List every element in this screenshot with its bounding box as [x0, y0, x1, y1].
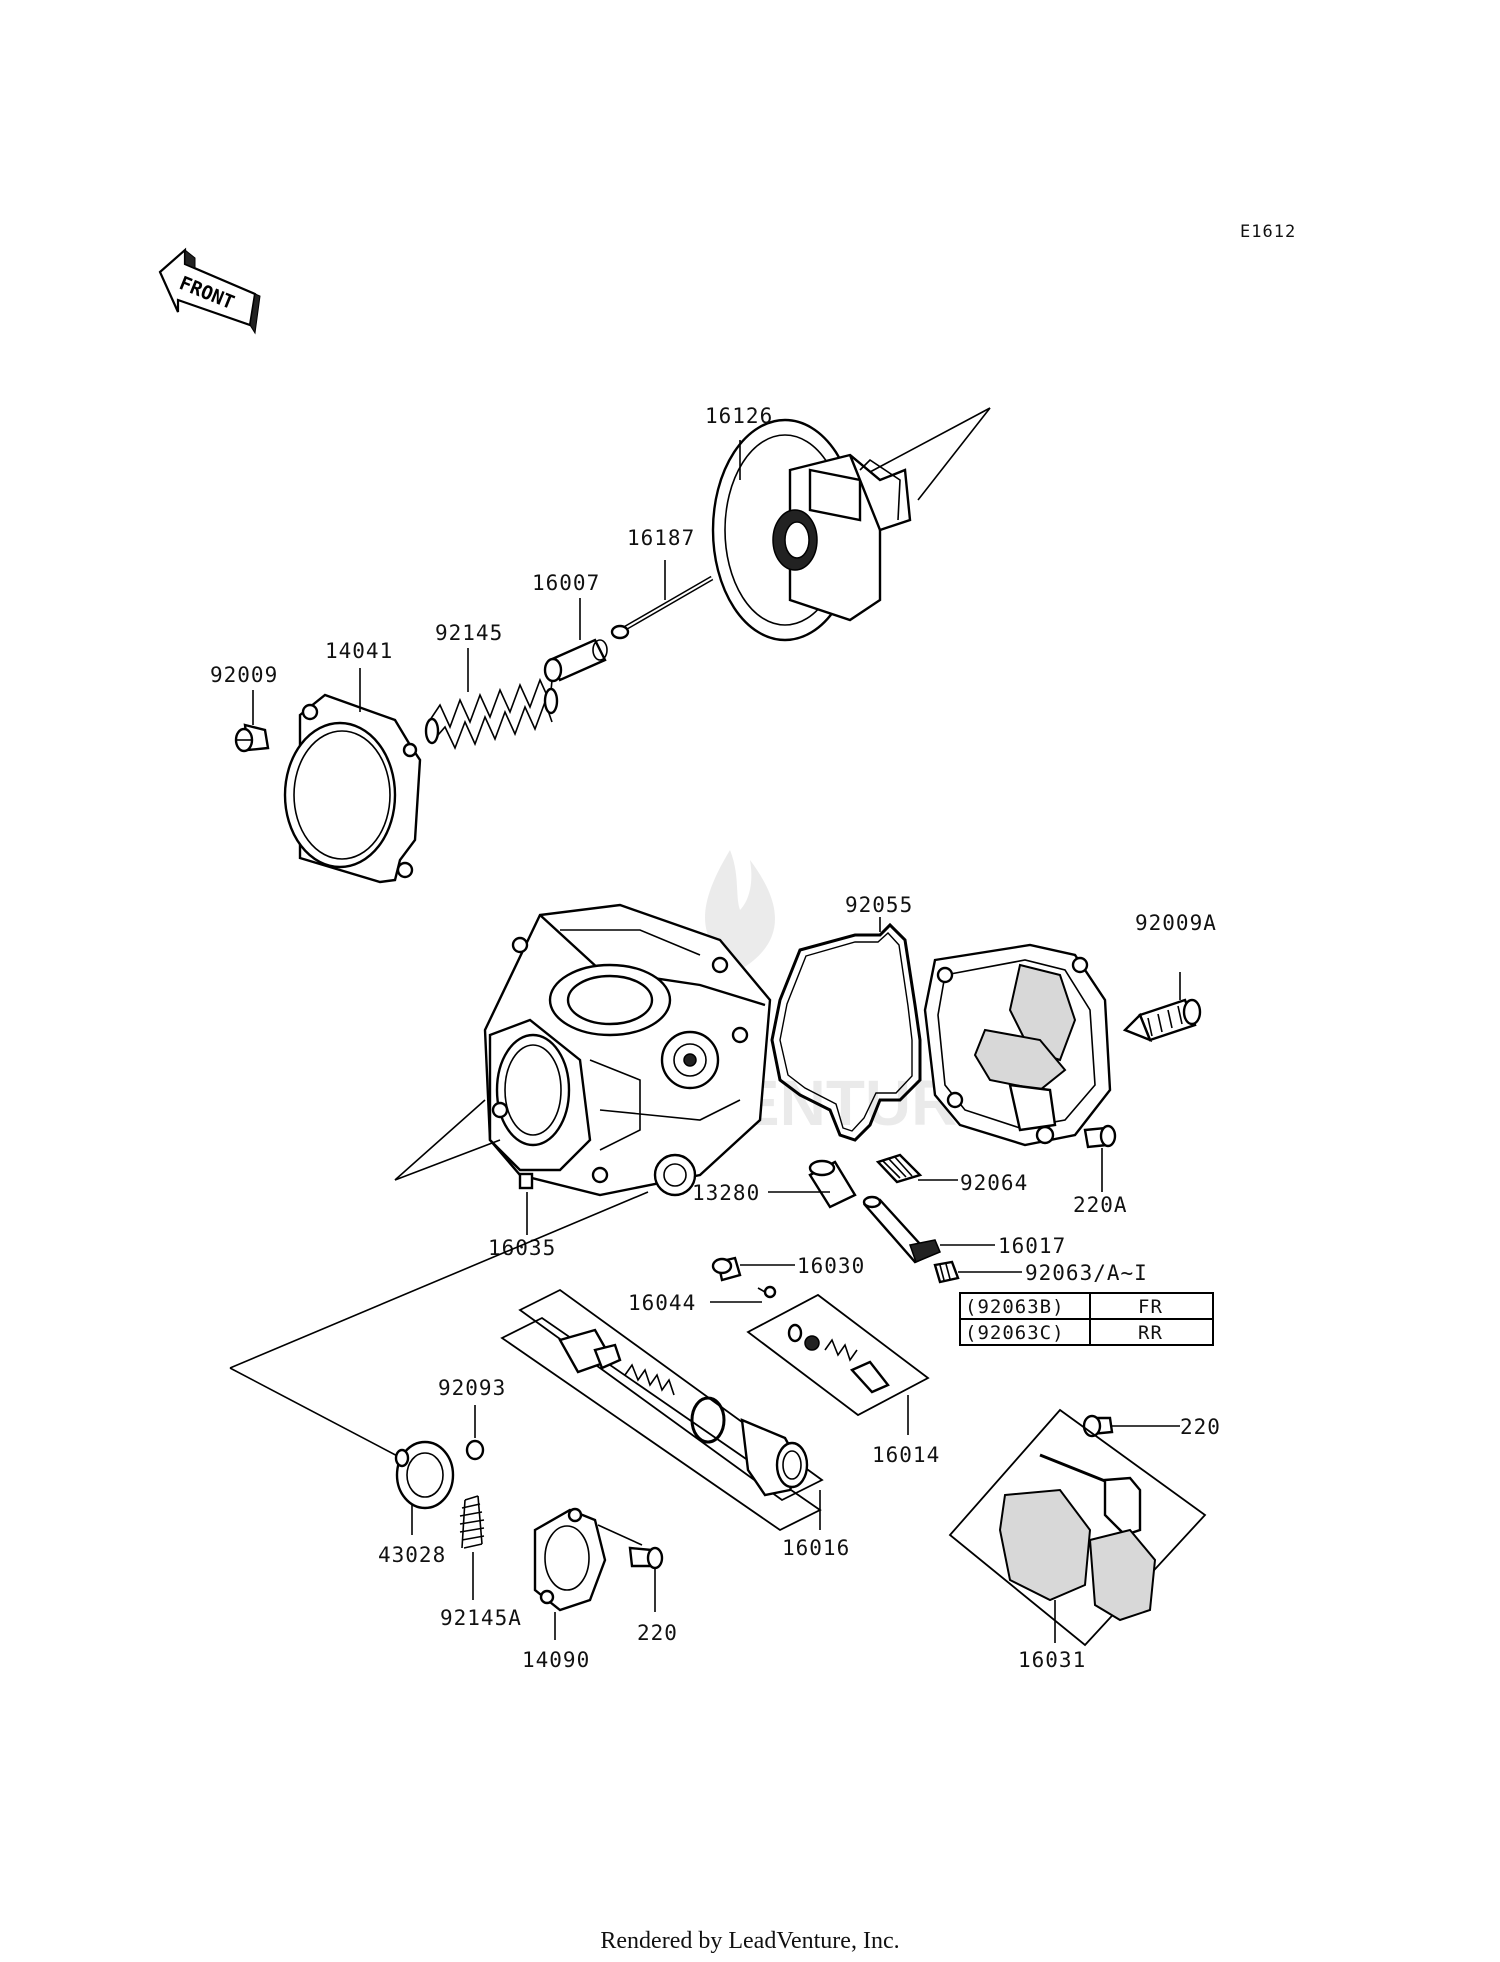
label-220-right: 220 — [1180, 1415, 1221, 1439]
variant-position-0: FR — [1138, 1296, 1163, 1318]
part-float-bowl — [923, 943, 1112, 1147]
label-92093: 92093 — [438, 1376, 506, 1400]
part-16016-kit — [500, 1288, 824, 1532]
label-92145: 92145 — [435, 621, 503, 645]
label-92145A: 92145A — [440, 1606, 522, 1630]
part-14041-cover — [283, 693, 422, 884]
part-92009A-screw — [1122, 998, 1202, 1043]
label-16126: 16126 — [705, 404, 773, 428]
label-14041: 14041 — [325, 639, 393, 663]
label-220A: 220A — [1073, 1193, 1128, 1217]
part-220A-screw — [1083, 1124, 1117, 1149]
label-16187: 16187 — [627, 526, 695, 550]
label-43028: 43028 — [378, 1543, 446, 1567]
part-92009-screw — [234, 723, 270, 753]
part-92145-spring — [424, 677, 559, 751]
label-92009A: 92009A — [1135, 911, 1217, 935]
label-16014: 16014 — [872, 1443, 940, 1467]
part-220-screw-bottom — [628, 1546, 664, 1570]
label-92055: 92055 — [845, 893, 913, 917]
part-92063-jet — [933, 1260, 960, 1284]
part-16044-clip — [757, 1285, 777, 1299]
variant-code-1: (92063C) — [965, 1322, 1065, 1344]
part-13280-jet — [808, 1159, 857, 1209]
label-14090: 14090 — [522, 1648, 590, 1672]
part-16014-kit — [746, 1293, 930, 1417]
front-arrow-icon: FRONT — [158, 247, 261, 335]
part-220-screw-right — [1082, 1414, 1114, 1438]
label-16007: 16007 — [532, 571, 600, 595]
label-92009: 92009 — [210, 663, 278, 687]
label-16044: 16044 — [628, 1291, 696, 1315]
label-220-bottom: 220 — [637, 1621, 678, 1645]
footer-credit: Rendered by LeadVenture, Inc. — [600, 1928, 899, 1954]
part-16030-plug — [711, 1256, 742, 1282]
part-43028-diaphragm — [394, 1440, 455, 1510]
part-16007-holder — [543, 638, 608, 683]
part-92064-jet — [875, 1153, 923, 1184]
label-13280: 13280 — [692, 1181, 760, 1205]
label-16017: 16017 — [998, 1234, 1066, 1258]
part-carburetor-body — [483, 903, 772, 1197]
variant-table: (92063B) FR (92063C) RR — [959, 1292, 1214, 1346]
label-16031: 16031 — [1018, 1648, 1086, 1672]
part-14090-cover — [533, 1507, 607, 1612]
part-16017-tube — [862, 1195, 941, 1264]
label-92063: 92063/A~I — [1025, 1261, 1148, 1285]
part-92093-o-ring — [465, 1439, 485, 1461]
label-16030: 16030 — [797, 1254, 865, 1278]
part-16031-float-kit — [948, 1408, 1207, 1647]
label-16035: 16035 — [488, 1236, 556, 1260]
part-92055-gasket — [770, 922, 922, 1142]
variant-position-1: RR — [1138, 1322, 1163, 1344]
variant-code-0: (92063B) — [965, 1296, 1065, 1318]
part-16035-plug — [518, 1172, 534, 1190]
label-92064: 92064 — [960, 1171, 1028, 1195]
part-16126-diaphragm — [711, 418, 912, 642]
label-16016: 16016 — [782, 1536, 850, 1560]
part-92145A-spring — [459, 1495, 485, 1549]
part-16187-needle — [610, 575, 714, 640]
diagram-code: E1612 — [1240, 222, 1296, 242]
